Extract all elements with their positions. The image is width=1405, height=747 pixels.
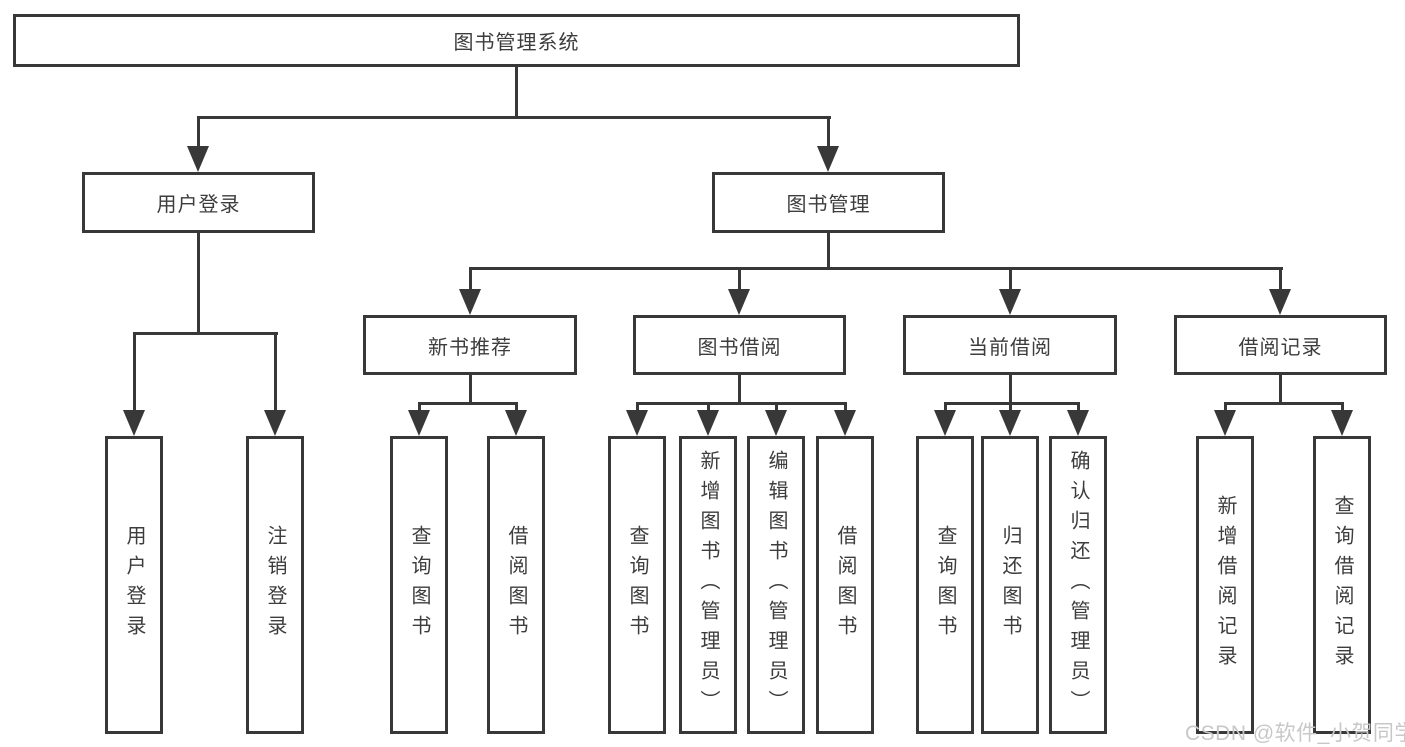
leaf-query-book-recommend-label: 查询图书 bbox=[408, 525, 430, 645]
node-user-login-label: 用户登录 bbox=[156, 194, 241, 216]
arrow-down-icon bbox=[999, 289, 1021, 315]
leaf-return-book: 归还图书 bbox=[981, 436, 1039, 734]
node-borrow-records-label: 借阅记录 bbox=[1238, 336, 1323, 359]
connector-records-drop-2 bbox=[1341, 402, 1344, 414]
connector-root-drop-left bbox=[197, 116, 200, 148]
arrow-down-icon bbox=[728, 289, 750, 315]
node-book-management-label: 图书管理 bbox=[786, 194, 871, 216]
leaf-logout: 注销登录 bbox=[246, 436, 304, 734]
arrow-down-icon bbox=[1331, 410, 1353, 436]
arrow-down-icon bbox=[123, 410, 145, 436]
node-book-management: 图书管理 bbox=[712, 172, 945, 233]
arrow-down-icon bbox=[834, 410, 856, 436]
connector-current-drop-2 bbox=[1009, 402, 1012, 414]
connector-newbook-stem bbox=[469, 375, 472, 405]
arrow-down-icon bbox=[817, 146, 839, 172]
leaf-add-book-admin: 新增图书（管理员） bbox=[679, 436, 737, 734]
node-new-book-recommend: 新书推荐 bbox=[363, 315, 577, 375]
leaf-query-book-current-label: 查询图书 bbox=[934, 525, 956, 645]
connector-records-bar bbox=[1224, 402, 1344, 405]
connector-userlogin-drop-right bbox=[274, 332, 277, 412]
leaf-confirm-return-admin-label: 确认归还（管理员） bbox=[1067, 450, 1089, 720]
connector-bookmgmt-drop-4 bbox=[1279, 267, 1282, 291]
leaf-add-book-admin-label: 新增图书（管理员） bbox=[697, 450, 719, 720]
node-book-borrow: 图书借阅 bbox=[633, 315, 846, 375]
leaf-query-book-borrow-label: 查询图书 bbox=[626, 525, 648, 645]
leaf-user-login-label: 用户登录 bbox=[123, 525, 145, 645]
connector-newbook-drop-2 bbox=[515, 402, 518, 414]
connector-borrow-drop-1 bbox=[636, 402, 639, 414]
connector-userlogin-bar bbox=[133, 332, 278, 335]
node-root-label: 图书管理系统 bbox=[453, 32, 580, 54]
leaf-query-book-recommend: 查询图书 bbox=[390, 436, 448, 734]
connector-current-drop-1 bbox=[944, 402, 947, 414]
connector-borrow-drop-2 bbox=[707, 402, 710, 414]
connector-borrow-bar bbox=[636, 402, 847, 405]
leaf-user-login: 用户登录 bbox=[105, 436, 163, 734]
leaf-query-book-current: 查询图书 bbox=[916, 436, 974, 734]
node-new-book-recommend-label: 新书推荐 bbox=[428, 336, 512, 359]
leaf-return-book-label: 归还图书 bbox=[999, 525, 1021, 645]
connector-root-drop-right bbox=[827, 116, 830, 148]
arrow-down-icon bbox=[697, 410, 719, 436]
node-book-borrow-label: 图书借阅 bbox=[697, 336, 782, 359]
arrow-down-icon bbox=[459, 289, 481, 315]
arrow-down-icon bbox=[1269, 289, 1291, 315]
connector-borrow-drop-4 bbox=[844, 402, 847, 414]
arrow-down-icon bbox=[626, 410, 648, 436]
connector-root-bar bbox=[197, 116, 831, 119]
connector-records-drop-1 bbox=[1224, 402, 1227, 414]
node-user-login: 用户登录 bbox=[82, 172, 315, 233]
arrow-down-icon bbox=[1214, 410, 1236, 436]
arrow-down-icon bbox=[765, 410, 787, 436]
connector-records-stem bbox=[1279, 375, 1282, 405]
leaf-logout-label: 注销登录 bbox=[264, 525, 286, 645]
connector-bookmgmt-drop-2 bbox=[738, 267, 741, 291]
arrow-down-icon bbox=[408, 410, 430, 436]
connector-bookmgmt-drop-3 bbox=[1009, 267, 1012, 291]
connector-newbook-bar bbox=[418, 402, 518, 405]
leaf-edit-book-admin-label: 编辑图书（管理员） bbox=[765, 450, 787, 720]
connector-bookmgmt-drop-1 bbox=[469, 267, 472, 291]
arrow-down-icon bbox=[187, 146, 209, 172]
leaf-borrow-book-label: 借阅图书 bbox=[834, 525, 856, 645]
connector-bookmgmt-bar bbox=[469, 267, 1283, 270]
leaf-borrow-book: 借阅图书 bbox=[816, 436, 874, 734]
arrow-down-icon bbox=[1067, 410, 1089, 436]
leaf-borrow-book-recommend: 借阅图书 bbox=[487, 436, 545, 734]
leaf-add-borrow-record-label: 新增借阅记录 bbox=[1214, 495, 1236, 675]
connector-current-drop-3 bbox=[1077, 402, 1080, 414]
node-borrow-records: 借阅记录 bbox=[1174, 315, 1387, 375]
arrow-down-icon bbox=[934, 410, 956, 436]
leaf-query-book-borrow: 查询图书 bbox=[608, 436, 666, 734]
leaf-query-borrow-record-label: 查询借阅记录 bbox=[1331, 495, 1353, 675]
node-current-borrow: 当前借阅 bbox=[903, 315, 1117, 375]
connector-userlogin-drop-left bbox=[133, 332, 136, 412]
arrow-down-icon bbox=[999, 410, 1021, 436]
csdn-watermark: CSDN @软件_小贺同学 bbox=[1185, 722, 1405, 745]
node-current-borrow-label: 当前借阅 bbox=[968, 336, 1052, 359]
leaf-borrow-book-recommend-label: 借阅图书 bbox=[505, 525, 527, 645]
connector-borrow-drop-3 bbox=[775, 402, 778, 414]
node-root: 图书管理系统 bbox=[13, 14, 1020, 67]
connector-newbook-drop-1 bbox=[418, 402, 421, 414]
connector-current-stem bbox=[1009, 375, 1012, 405]
leaf-confirm-return-admin: 确认归还（管理员） bbox=[1049, 436, 1107, 734]
connector-userlogin-stem bbox=[197, 233, 200, 335]
leaf-edit-book-admin: 编辑图书（管理员） bbox=[747, 436, 805, 734]
arrow-down-icon bbox=[505, 410, 527, 436]
leaf-query-borrow-record: 查询借阅记录 bbox=[1313, 436, 1371, 734]
arrow-down-icon bbox=[264, 410, 286, 436]
connector-current-bar bbox=[944, 402, 1080, 405]
connector-bookmgmt-stem bbox=[827, 233, 830, 270]
leaf-add-borrow-record: 新增借阅记录 bbox=[1196, 436, 1254, 734]
connector-root-stem bbox=[515, 67, 518, 118]
connector-borrow-stem bbox=[738, 375, 741, 405]
